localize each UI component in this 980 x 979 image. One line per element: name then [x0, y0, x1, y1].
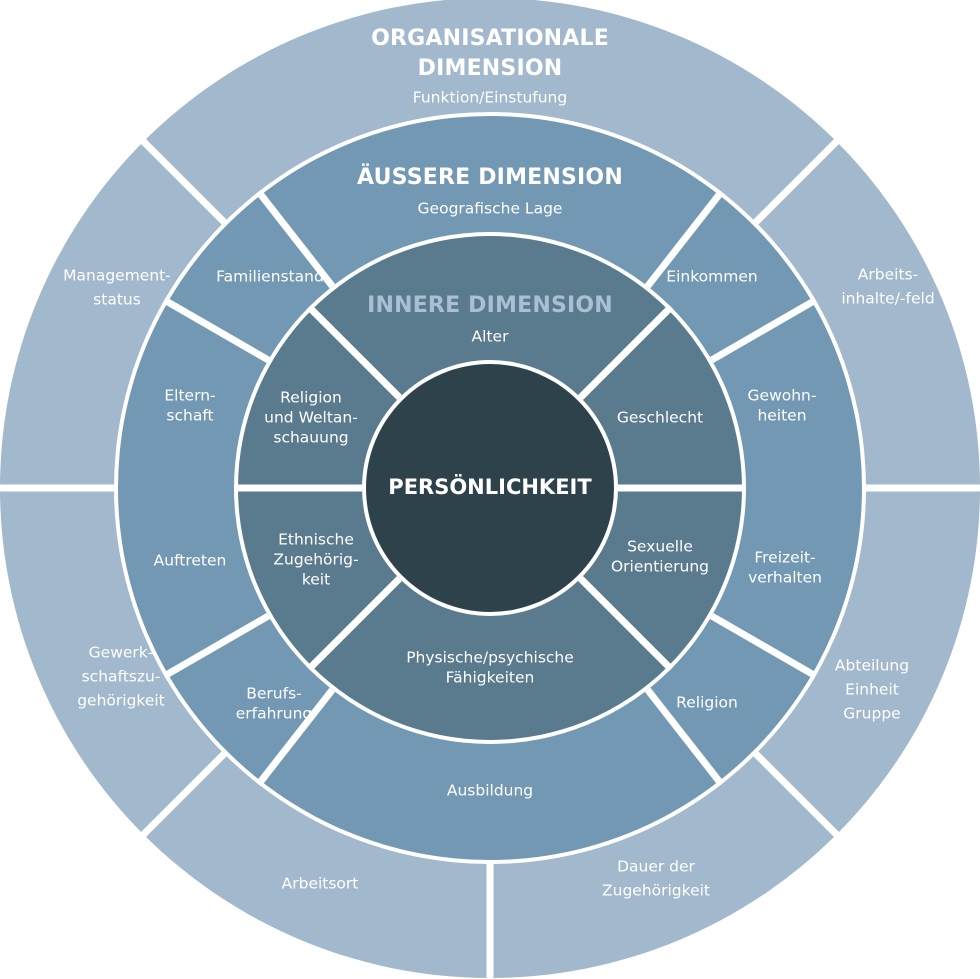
- middle-separator-1: [644, 189, 725, 289]
- middle-title: ÄUSSERE DIMENSION: [357, 164, 623, 190]
- middle-segment-familienstand: Familienstand: [216, 268, 324, 286]
- outer-separator-4: [139, 751, 227, 839]
- inner-segment-religion-weltanschauung-line: und Weltan-: [264, 409, 358, 427]
- middle-title-line: ÄUSSERE DIMENSION: [357, 164, 623, 190]
- middle-separator-2: [709, 296, 818, 364]
- middle-segment-elternschaft-line: Eltern-: [164, 387, 215, 405]
- middle-segment-auftreten-line: Auftreten: [154, 552, 227, 570]
- inner-separator-4: [306, 576, 402, 672]
- core-label-line: PERSÖNLICHKEIT: [388, 474, 592, 499]
- outer-segment-gewerkschaft-line: Gewerk-: [89, 644, 154, 662]
- core-circle: [366, 364, 614, 612]
- middle-segment-einkommen: Einkommen: [666, 268, 757, 286]
- middle-separator-3: [709, 612, 818, 680]
- outer-segment-dauer-line: Zugehörigkeit: [602, 882, 710, 900]
- inner-segment-faehigkeiten-line: Physische/psychische: [406, 649, 574, 667]
- middle-segment-religion: Religion: [676, 694, 738, 712]
- inner-segment-religion-weltanschauung: Religion und Weltan-schauung: [264, 389, 358, 447]
- outer-segment-arbeitsinhalte: Arbeits-inhalte/-feld: [841, 266, 934, 308]
- outer-segment-arbeitsinhalte-line: inhalte/-feld: [841, 290, 934, 308]
- outer-segment-managementstatus-line: status: [93, 291, 141, 309]
- middle-subtitle-line: Geografische Lage: [418, 200, 563, 218]
- middle-separator-7: [162, 296, 271, 364]
- middle-subtitle: Geografische Lage: [418, 200, 563, 218]
- middle-separator-0: [255, 189, 336, 289]
- outer-segment-abteilung-line: Abteilung: [835, 657, 909, 675]
- inner-segment-ethnische-zugehoerigkeit-line: Ethnische: [278, 531, 354, 549]
- inner-separator-1: [578, 304, 674, 400]
- outer-title-line: ORGANISATIONALE: [371, 26, 609, 51]
- middle-segment-berufserfahrung: Berufs-erfahrung: [236, 685, 313, 723]
- wheel-labels: PERSÖNLICHKEIT ORGANISATIONALE DIMENSION Fu…: [63, 26, 935, 900]
- middle-segment-auftreten: Auftreten: [154, 552, 227, 570]
- middle-segment-religion-line: Religion: [676, 694, 738, 712]
- outer-segment-dauer-line: Dauer der: [617, 858, 695, 876]
- inner-segment-religion-weltanschauung-line: schauung: [273, 429, 348, 447]
- inner-segment-ethnische-zugehoerigkeit-line: keit: [302, 571, 330, 589]
- outer-separator-0: [753, 137, 841, 225]
- outer-segment-gewerkschaft-line: schaftszu-: [82, 668, 161, 686]
- middle-segment-freizeitverhalten-line: verhalten: [748, 569, 822, 587]
- middle-segment-gewohnheiten-line: Gewohn-: [748, 387, 817, 405]
- middle-segment-freizeitverhalten: Freizeit-verhalten: [748, 549, 822, 587]
- outer-segment-abteilung-line: Gruppe: [843, 705, 900, 723]
- outer-segment-abteilung-line: Einheit: [845, 681, 899, 699]
- outer-separator-6: [139, 137, 227, 225]
- middle-separator-4: [644, 687, 725, 787]
- outer-segment-arbeitsort-line: Arbeitsort: [282, 875, 359, 893]
- middle-segment-elternschaft-line: schaft: [166, 407, 213, 425]
- inner-title: INNERE DIMENSION: [367, 293, 613, 318]
- inner-subtitle-line: Alter: [472, 328, 510, 346]
- inner-title-line: INNERE DIMENSION: [367, 293, 613, 318]
- outer-separator-2: [753, 751, 841, 839]
- inner-segment-sexuelle-orientierung-line: Sexuelle: [627, 538, 693, 556]
- middle-segment-ausbildung-line: Ausbildung: [447, 782, 533, 800]
- outer-segment-gewerkschaft-line: gehörigkeit: [77, 692, 165, 710]
- middle-segment-elternschaft: Eltern-schaft: [164, 387, 215, 425]
- middle-segment-familienstand-line: Familienstand: [216, 268, 324, 286]
- middle-segment-einkommen-line: Einkommen: [666, 268, 757, 286]
- middle-separator-5: [255, 687, 336, 787]
- middle-separator-6: [162, 612, 271, 680]
- inner-separator-3: [578, 576, 674, 672]
- outer-segment-gewerkschaft: Gewerk-schaftszu-gehörigkeit: [77, 644, 165, 710]
- inner-segment-geschlecht: Geschlecht: [617, 409, 703, 427]
- outer-title: ORGANISATIONALE DIMENSION: [371, 26, 609, 81]
- middle-segment-berufserfahrung-line: Berufs-: [246, 685, 302, 703]
- inner-subtitle: Alter: [472, 328, 510, 346]
- inner-separator-0: [306, 304, 402, 400]
- inner-segment-geschlecht-line: Geschlecht: [617, 409, 703, 427]
- outer-title-line: DIMENSION: [418, 56, 563, 81]
- outer-subtitle-line: Funktion/Einstufung: [413, 89, 567, 107]
- outer-segment-managementstatus-line: Management-: [63, 267, 171, 285]
- outer-segment-arbeitsort: Arbeitsort: [282, 875, 359, 893]
- middle-segment-ausbildung: Ausbildung: [447, 782, 533, 800]
- outer-subtitle: Funktion/Einstufung: [413, 89, 567, 107]
- inner-segment-religion-weltanschauung-line: Religion: [280, 389, 342, 407]
- outer-segment-arbeitsinhalte-line: Arbeits-: [858, 266, 918, 284]
- middle-segment-gewohnheiten-line: heiten: [757, 407, 806, 425]
- inner-segment-ethnische-zugehoerigkeit-line: Zugehörig-: [273, 551, 358, 569]
- middle-segment-freizeitverhalten-line: Freizeit-: [754, 549, 815, 567]
- core-label: PERSÖNLICHKEIT: [388, 474, 592, 499]
- inner-segment-faehigkeiten-line: Fähigkeiten: [446, 669, 535, 687]
- inner-segment-sexuelle-orientierung-line: Orientierung: [611, 558, 709, 576]
- middle-segment-gewohnheiten: Gewohn-heiten: [748, 387, 817, 425]
- middle-segment-berufserfahrung-line: erfahrung: [236, 705, 313, 723]
- outer-segment-managementstatus: Management-status: [63, 267, 171, 309]
